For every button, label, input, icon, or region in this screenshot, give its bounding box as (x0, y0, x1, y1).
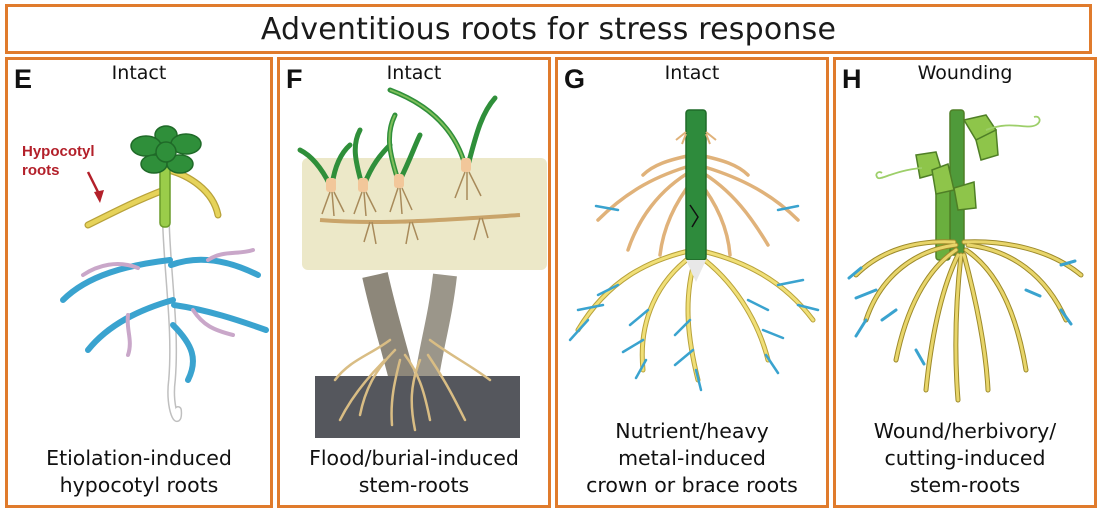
panel-g: G Intact Nutrient/heavy metal-induced cr… (555, 57, 829, 508)
panel-f: F Intact Flood/burial-induced stem-roots (277, 57, 551, 508)
panel-caption: Etiolation-induced hypocotyl roots (8, 445, 270, 499)
panel-condition: Wounding (836, 60, 1094, 84)
hypocotyl-roots-label: Hypocotyl roots (22, 142, 95, 180)
panel-caption: Nutrient/heavy metal-induced crown or br… (558, 418, 826, 499)
panel-condition: Intact (280, 60, 548, 84)
panel-condition: Intact (558, 60, 826, 84)
figure-title: Adventitious roots for stress response (5, 4, 1092, 54)
panel-caption: Flood/burial-induced stem-roots (280, 445, 548, 499)
panel-caption: Wound/herbivory/ cutting-induced stem-ro… (836, 418, 1094, 499)
panel-h: H Wounding Wound/herbivory/ cutting-indu… (833, 57, 1097, 508)
panel-condition: Intact (8, 60, 270, 84)
arabidopsis-seedling-illustration (8, 60, 273, 508)
panel-e: E Intact Hypocotyl roots Etiolation-indu… (5, 57, 273, 508)
flooded-stem-roots-illustration (280, 60, 551, 508)
